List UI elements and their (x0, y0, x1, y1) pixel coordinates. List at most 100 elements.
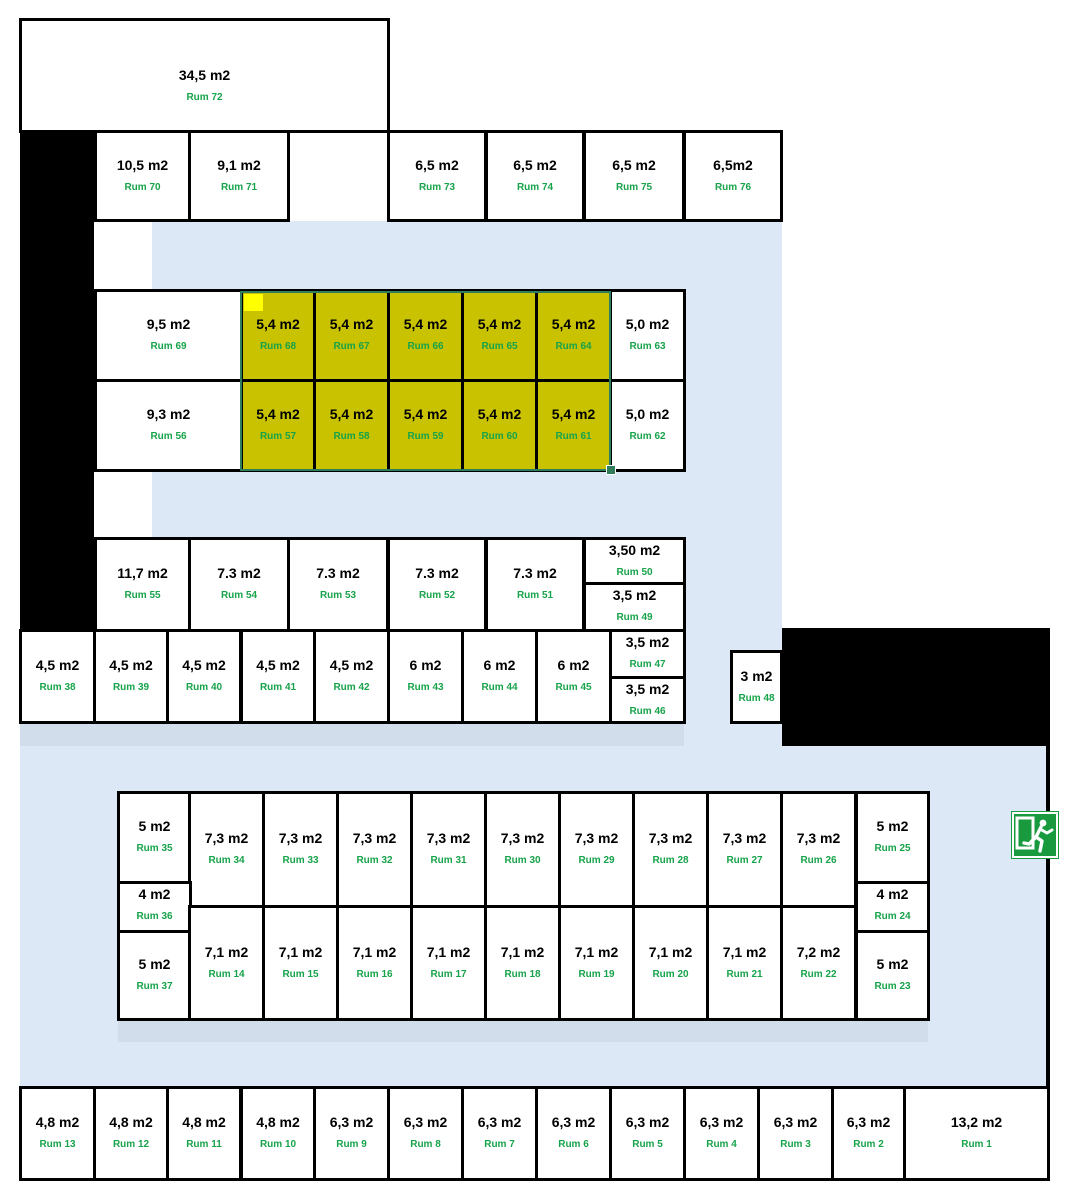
room-label: Rum 73 (418, 182, 456, 193)
room-label: Rum 34 (208, 855, 245, 866)
room-label: Rum 37 (136, 981, 173, 992)
room-label: Rum 23 (874, 981, 911, 992)
room-area: 7,3 m2 (426, 830, 471, 846)
room-label: Rum 46 (629, 706, 666, 717)
room-label: Rum 31 (430, 855, 467, 866)
room-area: 7,1 m2 (722, 944, 767, 960)
room-label: Rum 68 (259, 341, 297, 352)
room-area: 6,5 m2 (513, 157, 557, 173)
room-area: 7.3 m2 (217, 565, 261, 581)
room-label: Rum 26 (800, 855, 837, 866)
wall-right (782, 628, 1050, 746)
room-label: Rum 25 (874, 843, 911, 854)
room-label: Rum 27 (726, 855, 763, 866)
room-area: 7,2 m2 (796, 944, 841, 960)
selection-resize-handle[interactable] (606, 465, 616, 475)
selection-corner-marker (244, 294, 263, 311)
room-area: 7,3 m2 (278, 830, 323, 846)
room-label: Rum 51 (516, 590, 554, 601)
room-label: Rum 69 (150, 341, 187, 352)
room-area: 7,3 m2 (352, 830, 397, 846)
room-area: 4,5 m2 (329, 657, 374, 673)
room-area: 5,4 m2 (551, 316, 596, 332)
room-area: 6,5 m2 (612, 157, 656, 173)
room-31[interactable]: 7,3 m2 Rum 31 (410, 791, 487, 908)
